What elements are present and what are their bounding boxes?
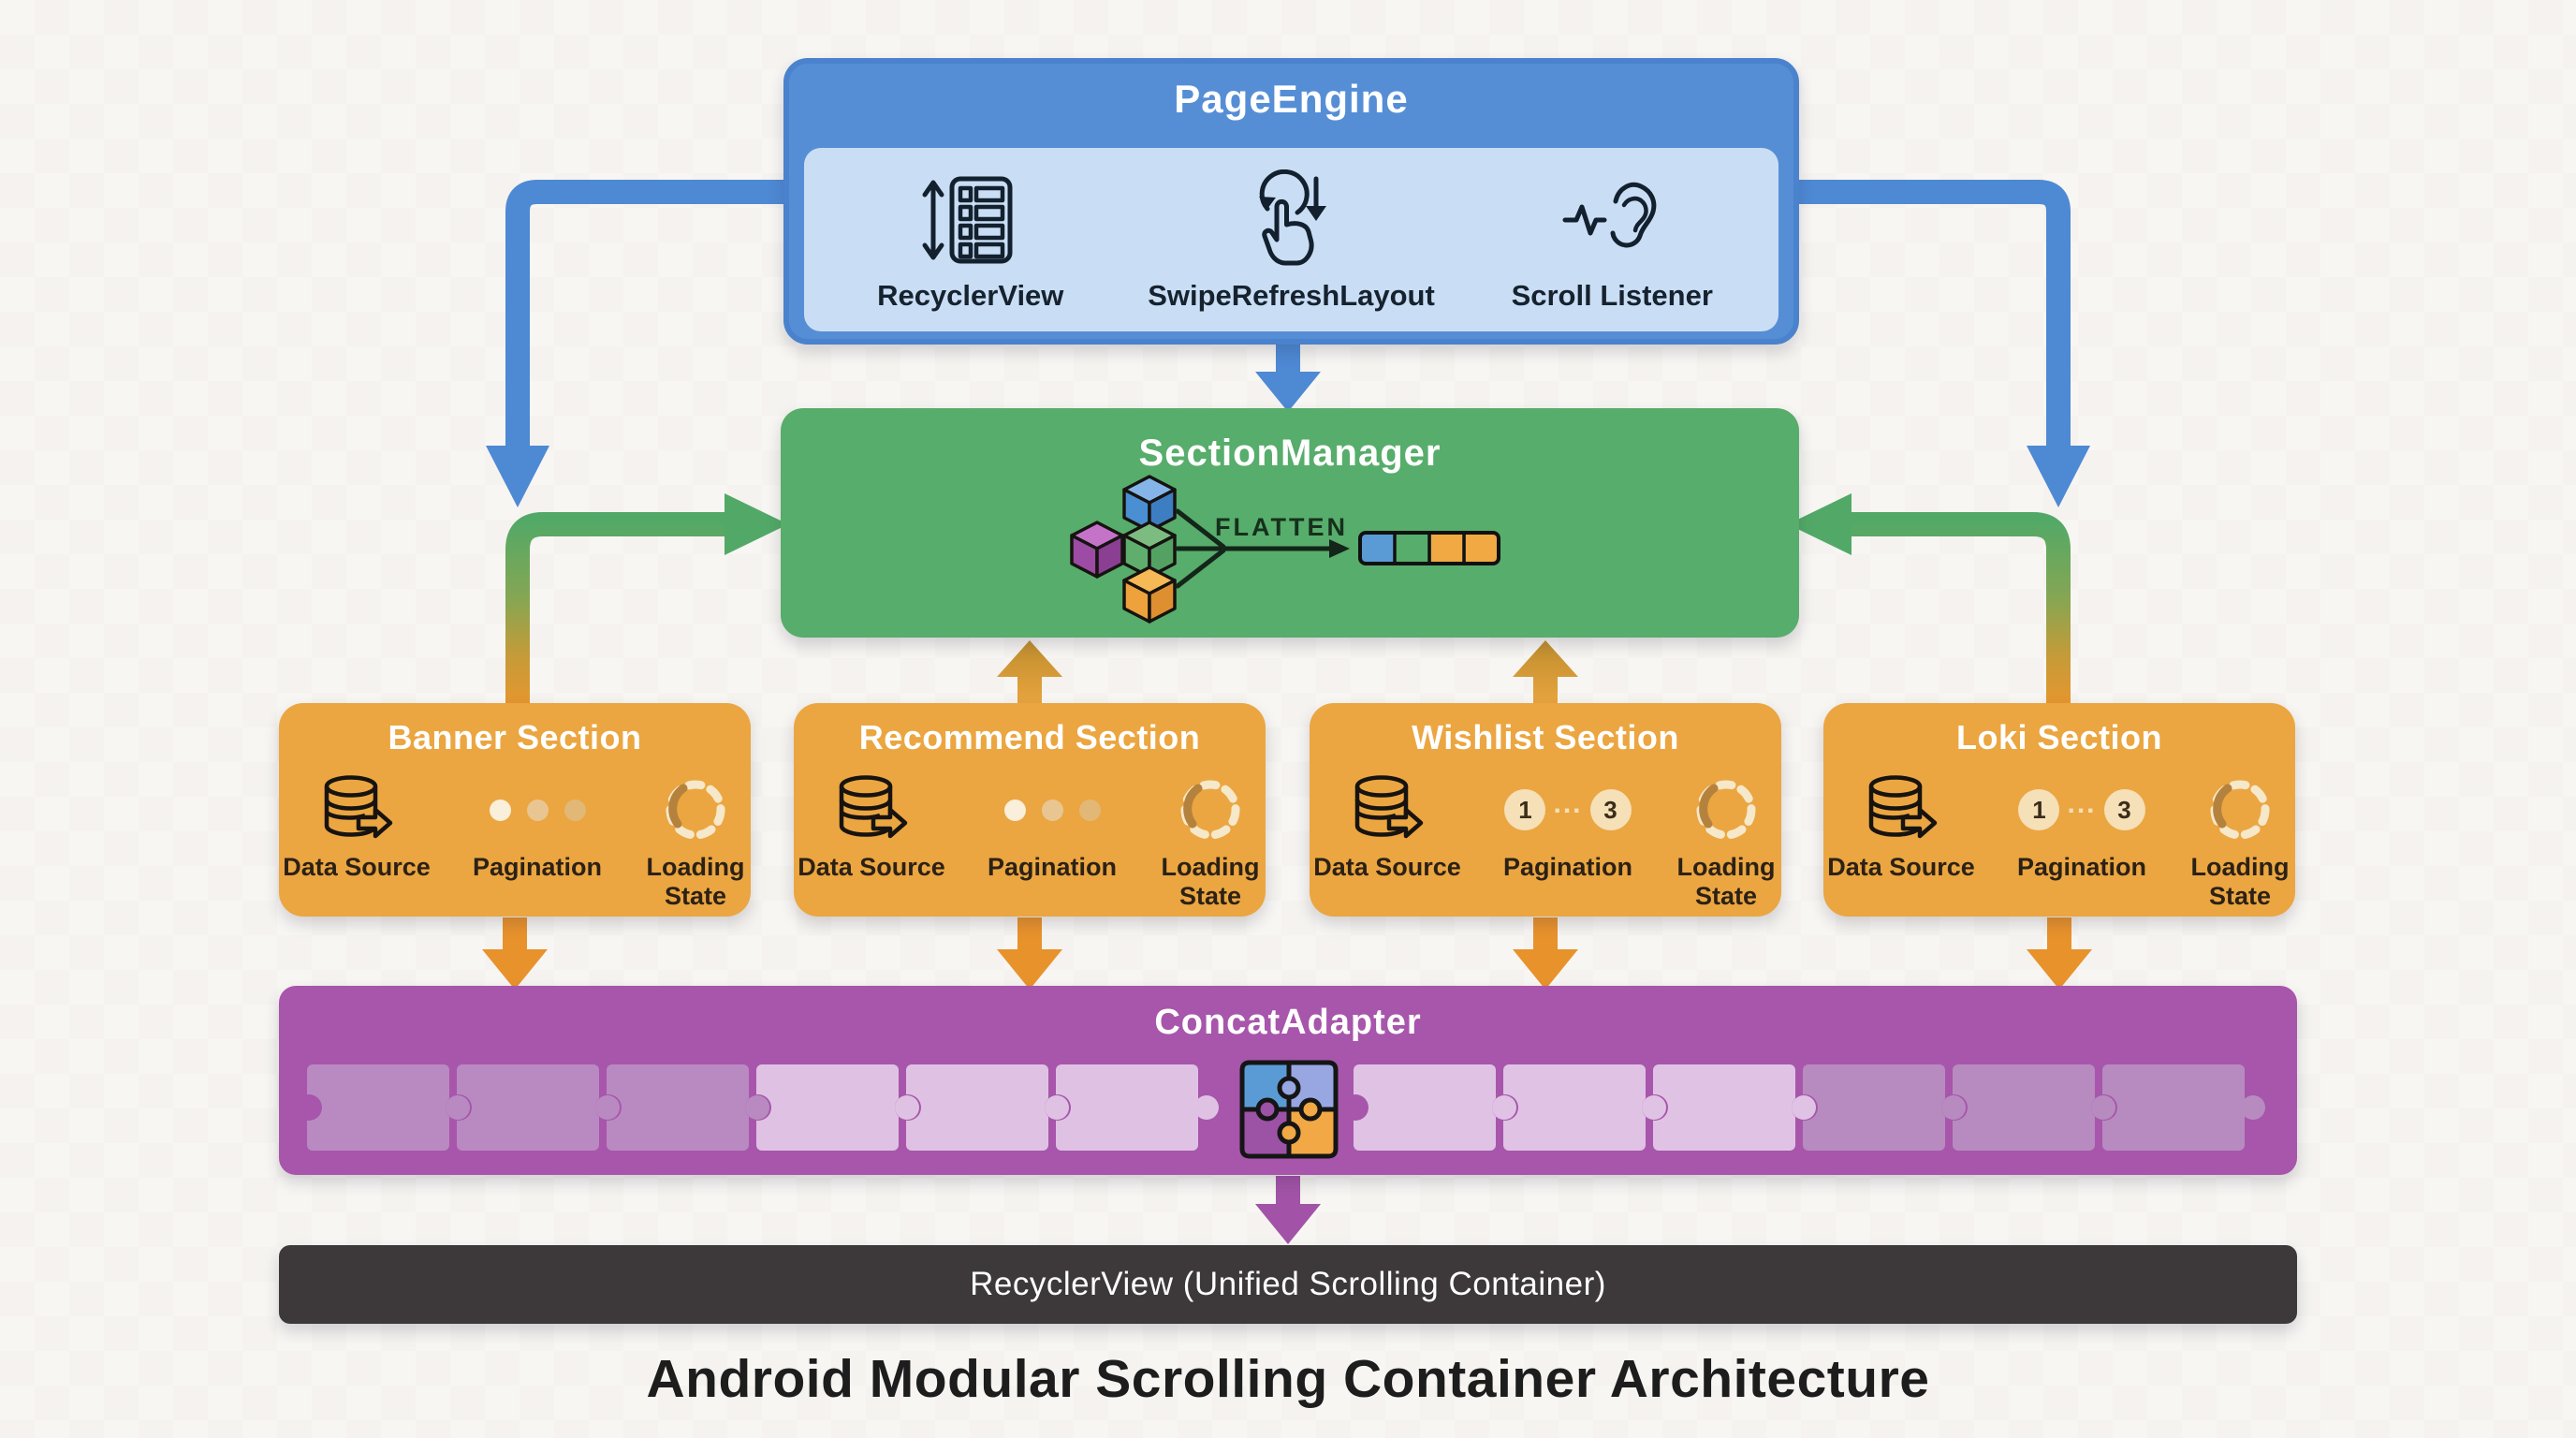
arrow-banner-down [482, 917, 548, 990]
feature-label: Loading State [646, 853, 745, 910]
page-engine-panel: RecyclerView SwipeRefreshLayout [804, 148, 1778, 331]
arrow-pageengine-to-sectionmanager [1255, 344, 1321, 412]
puzzle-piece [457, 1064, 599, 1151]
colored-puzzle-icon [1239, 1060, 1339, 1159]
listener-ear-icon [1559, 163, 1664, 277]
database-icon [1350, 770, 1425, 849]
puzzle-piece [1653, 1064, 1795, 1151]
recycler-container-label: RecyclerView (Unified Scrolling Containe… [970, 1266, 1606, 1302]
pagination-dots-icon [489, 770, 586, 849]
puzzle-piece [1803, 1064, 1945, 1151]
flatten-label: FLATTEN [1215, 513, 1348, 541]
page-number-last: 3 [2103, 789, 2145, 830]
feature-label: Data Source [283, 853, 431, 881]
feature-label: Pagination [1502, 853, 1632, 881]
database-icon [1864, 770, 1939, 849]
puzzle-piece [1503, 1064, 1646, 1151]
page-number-first: 1 [1504, 789, 1546, 830]
puzzle-piece [906, 1064, 1048, 1151]
flatten-graphic: FLATTEN [1070, 475, 1500, 624]
puzzle-piece [1354, 1064, 1496, 1151]
feature-data-source: Data Source [794, 770, 949, 882]
wishlist-section-box: Wishlist Section Data Source [1310, 703, 1781, 917]
page-ellipsis: ... [1553, 788, 1583, 819]
arrow-concat-to-recycler [1255, 1176, 1321, 1244]
arrow-pageengine-right [1793, 180, 2090, 507]
pagination-pages-icon: 1 ... 3 [2018, 770, 2145, 849]
arrow-wishlist-up [1513, 640, 1578, 705]
feature-loading-state: Loading State [1155, 770, 1266, 911]
puzzle-piece [307, 1064, 449, 1151]
component-recyclerview: RecyclerView [816, 163, 1125, 313]
database-icon [834, 770, 909, 849]
section-title: Loki Section [1955, 718, 2163, 756]
page-number-last: 3 [1589, 789, 1632, 830]
feature-label: Loading State [2190, 853, 2290, 910]
page-engine-title: PageEngine [1174, 77, 1409, 121]
loading-spinner-icon [2203, 770, 2276, 849]
feature-label: Pagination [472, 853, 602, 881]
feature-label: Loading State [1676, 853, 1776, 910]
puzzle-piece [1056, 1064, 1198, 1151]
component-label: Scroll Listener [1511, 279, 1713, 312]
component-swiperefreshlayout: SwipeRefreshLayout [1137, 163, 1446, 313]
section-title: Banner Section [388, 718, 642, 756]
swipe-refresh-hand-icon [1239, 163, 1344, 277]
component-scroll-listener: Scroll Listener [1457, 163, 1766, 313]
loading-spinner-icon [1174, 770, 1247, 849]
recycler-container-bar: RecyclerView (Unified Scrolling Containe… [279, 1245, 2297, 1324]
feature-loading-state: Loading State [640, 770, 751, 911]
component-label: RecyclerView [877, 279, 1064, 312]
concat-adapter-box: ConcatAdapter [279, 986, 2297, 1175]
feature-label: Pagination [987, 853, 1117, 881]
feature-label: Data Source [1313, 853, 1461, 881]
pagination-dots-icon [1003, 770, 1101, 849]
arrow-loki-to-sectionmanager [1788, 493, 2071, 707]
database-icon [319, 770, 394, 849]
recommend-section-box: Recommend Section Data Source [794, 703, 1266, 917]
feature-label: Pagination [2016, 853, 2146, 881]
banner-section-box: Banner Section Data Source [279, 703, 751, 917]
arrow-recommend-up [997, 640, 1062, 705]
section-title: Recommend Section [858, 718, 1201, 756]
puzzle-piece [756, 1064, 899, 1151]
puzzle-chain [307, 1064, 2252, 1151]
arrow-recommend-down [997, 917, 1062, 990]
puzzle-piece [607, 1064, 749, 1151]
feature-label: Data Source [1827, 853, 1975, 881]
page-ellipsis: ... [2067, 788, 2097, 819]
component-label: SwipeRefreshLayout [1148, 279, 1435, 312]
feature-data-source: Data Source [279, 770, 434, 882]
arrow-pageengine-left [486, 180, 791, 507]
feature-loading-state: Loading State [2185, 770, 2295, 911]
loading-spinner-icon [1690, 770, 1763, 849]
feature-pagination: Pagination [973, 770, 1131, 882]
arrow-wishlist-down [1513, 917, 1578, 990]
puzzle-piece [2102, 1064, 2245, 1151]
feature-pagination: Pagination [459, 770, 616, 882]
feature-label: Data Source [798, 853, 945, 881]
arrow-loki-down [2027, 917, 2092, 990]
feature-data-source: Data Source [1823, 770, 1979, 882]
recycler-list-icon [918, 163, 1023, 277]
arrow-banner-to-sectionmanager [505, 493, 788, 707]
concat-adapter-title: ConcatAdapter [1154, 1003, 1422, 1042]
section-title: Wishlist Section [1412, 718, 1679, 756]
feature-pagination: 1 ... 3 Pagination [1489, 770, 1647, 882]
section-manager-box: SectionManager [781, 408, 1799, 638]
page-engine-box: PageEngine [783, 58, 1799, 345]
flattened-list-icon [1358, 531, 1500, 565]
pagination-pages-icon: 1 ... 3 [1504, 770, 1632, 849]
feature-pagination: 1 ... 3 Pagination [2003, 770, 2160, 882]
puzzle-piece [1953, 1064, 2095, 1151]
feature-data-source: Data Source [1310, 770, 1465, 882]
page-number-first: 1 [2018, 789, 2060, 830]
section-manager-title: SectionManager [1138, 433, 1442, 474]
loki-section-box: Loki Section Data Source 1 [1823, 703, 2295, 917]
diagram-title: Android Modular Scrolling Container Arch… [646, 1349, 1930, 1409]
feature-loading-state: Loading State [1671, 770, 1781, 911]
feature-label: Loading State [1161, 853, 1260, 910]
loading-spinner-icon [659, 770, 732, 849]
